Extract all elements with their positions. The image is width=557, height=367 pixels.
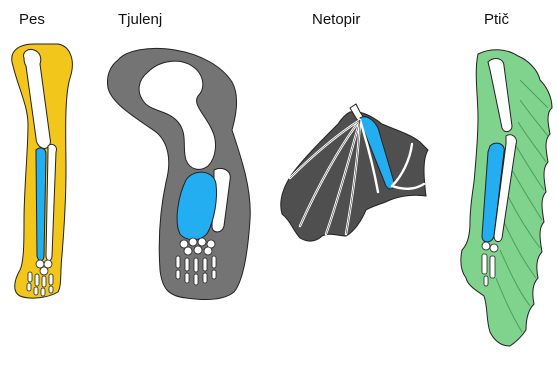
seal-flipper xyxy=(107,48,250,299)
dog-radius xyxy=(36,148,46,261)
bird-wing xyxy=(461,50,552,346)
dog-forelimb xyxy=(12,44,73,298)
bat-wing xyxy=(281,104,428,241)
